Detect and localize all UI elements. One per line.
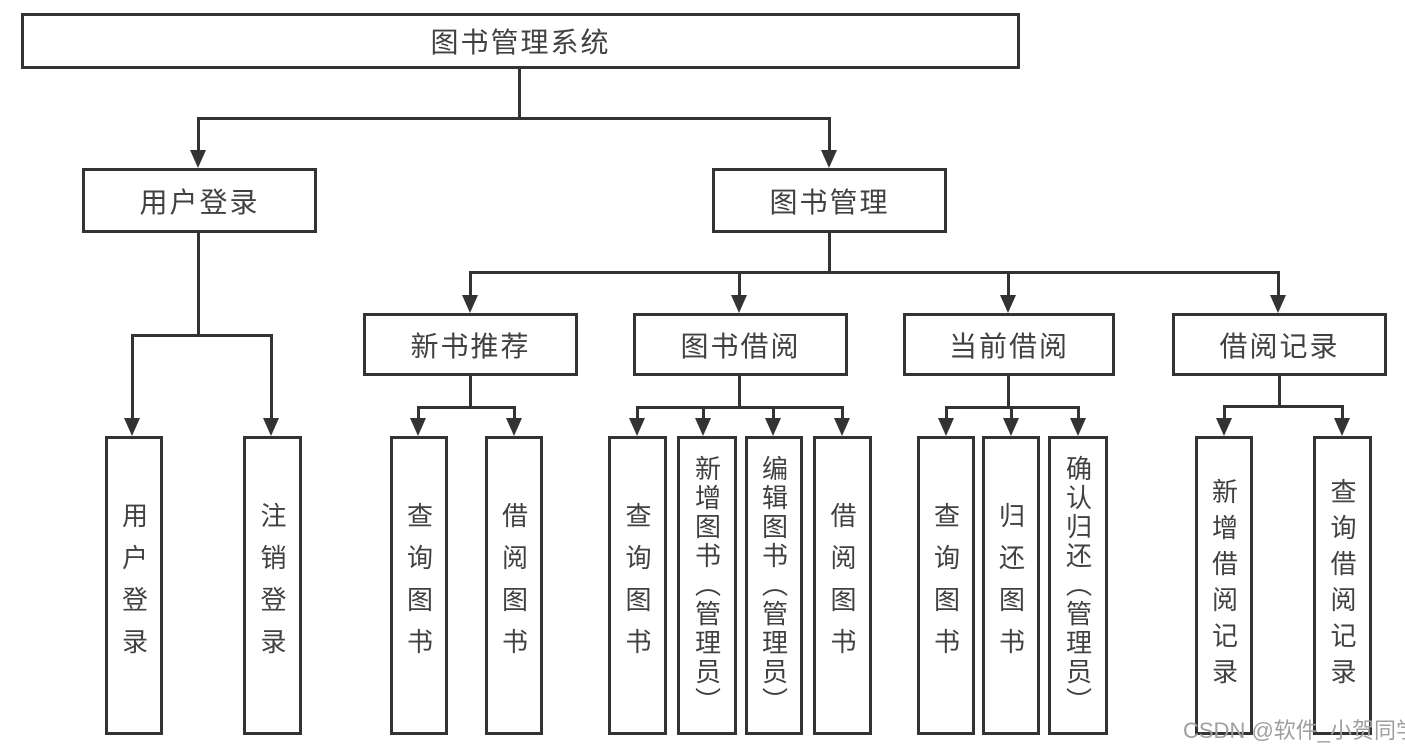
connector-stem (131, 334, 134, 419)
arrow-down-icon (1000, 295, 1016, 313)
connector-stem (841, 406, 844, 419)
leaf-confirm-return-admin: 确认归还（管理员） (1048, 436, 1108, 735)
leaf-label: 查询图书 (622, 501, 652, 670)
connector-root-stem (518, 69, 521, 119)
node-book-borrow: 图书借阅 (633, 313, 848, 376)
connector-stem (1077, 406, 1080, 419)
arrow-down-icon (938, 418, 954, 436)
connector-level3-rail (469, 271, 1280, 274)
connector-stem (772, 406, 775, 419)
arrow-down-icon (124, 418, 140, 436)
leaf-label: 查询图书 (930, 501, 961, 670)
arrow-down-icon (1270, 295, 1286, 313)
leaf-edit-book-admin: 编辑图书（管理员） (745, 436, 803, 735)
connector-stem (738, 271, 741, 296)
leaf-recommend-query-book: 查询图书 (390, 436, 448, 735)
leaf-borrow-book: 借阅图书 (813, 436, 872, 735)
connector-stem (1277, 271, 1280, 296)
connector-stem (469, 271, 472, 296)
node-current-borrow: 当前借阅 (903, 313, 1115, 376)
leaf-add-book-admin: 新增图书（管理员） (677, 436, 737, 735)
arrow-down-icon (506, 418, 522, 436)
connector-borrow-stem (738, 376, 741, 408)
leaf-label: 查询借阅记录 (1327, 477, 1357, 694)
connector-stem (270, 334, 273, 419)
connector-user-stem (197, 233, 200, 336)
arrow-down-icon (1334, 418, 1350, 436)
arrow-down-icon (462, 295, 478, 313)
leaf-label: 确认归还（管理员） (1062, 455, 1093, 716)
arrow-down-icon (1003, 418, 1019, 436)
node-user-login-group: 用户登录 (82, 168, 317, 233)
leaf-label: 用户登录 (118, 501, 149, 670)
arrow-down-icon (834, 418, 850, 436)
node-borrow-records: 借阅记录 (1172, 313, 1387, 376)
connector-current-stem (1007, 376, 1010, 408)
node-new-book-recommend: 新书推荐 (363, 313, 578, 376)
connector-stem (1223, 405, 1226, 419)
leaf-recommend-borrow-book: 借阅图书 (485, 436, 543, 735)
leaf-label: 归还图书 (995, 501, 1026, 670)
arrow-down-icon (629, 418, 645, 436)
leaf-query-borrow-record: 查询借阅记录 (1313, 436, 1372, 735)
connector-records-rail (1223, 405, 1344, 408)
leaf-current-query-book: 查询图书 (917, 436, 975, 735)
node-library-system: 图书管理系统 (21, 13, 1020, 69)
leaf-borrow-query-book: 查询图书 (608, 436, 667, 735)
arrow-down-icon (695, 418, 711, 436)
leaf-label: 注销登录 (257, 501, 287, 670)
arrow-down-icon (190, 150, 206, 168)
connector-stem (828, 117, 831, 151)
arrow-down-icon (821, 150, 837, 168)
leaf-label: 新增图书（管理员） (691, 455, 722, 716)
connector-stem (1341, 405, 1344, 419)
connector-stem (636, 406, 639, 419)
connector-level2-rail (197, 117, 831, 120)
leaf-label: 查询图书 (403, 501, 434, 670)
arrow-down-icon (1216, 418, 1232, 436)
arrow-down-icon (263, 418, 279, 436)
connector-stem (945, 406, 948, 419)
connector-stem (1010, 406, 1013, 419)
connector-recommend-stem (469, 376, 472, 408)
leaf-return-book: 归还图书 (982, 436, 1040, 735)
arrow-down-icon (765, 418, 781, 436)
arrow-down-icon (731, 295, 747, 313)
connector-stem (1007, 271, 1010, 296)
connector-stem (702, 406, 705, 419)
connector-user-rail (131, 334, 273, 337)
leaf-label: 借阅图书 (827, 501, 857, 670)
connector-borrow-rail (636, 406, 844, 409)
csdn-watermark: CSDN @软件_小贺同学 (1183, 718, 1405, 743)
arrow-down-icon (410, 418, 426, 436)
connector-stem (513, 406, 516, 419)
connector-recommend-rail (417, 406, 516, 409)
connector-stem (197, 117, 200, 151)
leaf-user-login: 用户登录 (105, 436, 163, 735)
connector-mgmt-stem (828, 233, 831, 273)
node-book-management: 图书管理 (712, 168, 947, 233)
connector-stem (417, 406, 420, 419)
leaf-label: 新增借阅记录 (1208, 477, 1239, 694)
leaf-label: 借阅图书 (498, 501, 529, 670)
leaf-logout: 注销登录 (243, 436, 302, 735)
connector-records-stem (1278, 376, 1281, 407)
arrow-down-icon (1070, 418, 1086, 436)
leaf-label: 编辑图书（管理员） (758, 455, 789, 716)
leaf-add-borrow-record: 新增借阅记录 (1195, 436, 1253, 735)
